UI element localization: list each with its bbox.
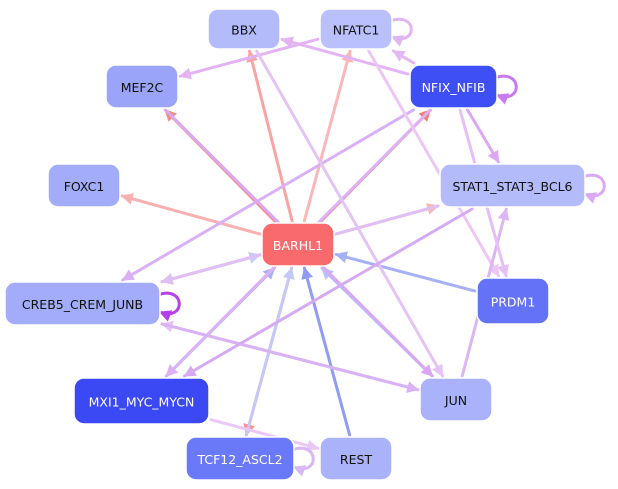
node-prdm1[interactable]: PRDM1 (476, 277, 550, 325)
edge-nfatc1-to-nfatc1 (388, 17, 413, 47)
edge-nfix-nfib-to-creb5-crem-junb (121, 108, 415, 282)
edge-mxi1-myc-mycn-to-rest (209, 418, 320, 452)
node-box (319, 436, 393, 481)
node-label: NFATC1 (333, 23, 380, 38)
edge-nfatc1-to-prdm1 (367, 49, 501, 278)
node-label: CREB5_CREM_JUNB (22, 297, 143, 312)
node-label: MXI1_MYC_MYCN (89, 395, 195, 410)
edge-creb5-crem-junb-to-jun (160, 322, 420, 393)
node-box (409, 64, 498, 109)
node-nfatc1[interactable]: NFATC1 (319, 8, 393, 50)
edge-nfatc1-to-mef2c (178, 37, 320, 80)
node-label: MEF2C (121, 80, 164, 95)
node-box (185, 436, 295, 481)
edge-bbx-to-jun (255, 49, 445, 378)
node-tcf12-ascl2[interactable]: TCF12_ASCL2 (185, 436, 295, 481)
node-mxi1-myc-mycn[interactable]: MXI1_MYC_MYCN (73, 377, 210, 425)
node-label: BBX (231, 23, 257, 38)
edge-stat1-stat3-bcl6-to-mxi1-myc-mycn (183, 207, 474, 378)
node-nfix-nfib[interactable]: NFIX_NFIB (409, 64, 498, 109)
edge-barhl1-to-foxc1 (120, 193, 262, 236)
node-box (73, 377, 210, 425)
node-label: JUN (444, 393, 467, 408)
node-rest[interactable]: REST (319, 436, 393, 481)
node-box (419, 377, 493, 422)
node-stat1-stat3-bcl6[interactable]: STAT1_STAT3_BCL6 (439, 163, 586, 208)
node-label: REST (340, 452, 373, 467)
node-bbx[interactable]: BBX (207, 8, 281, 50)
node-box (207, 8, 281, 50)
node-label: TCF12_ASCL2 (196, 452, 282, 467)
edge-stat1-stat3-bcl6-to-stat1-stat3-bcl6 (581, 173, 606, 204)
node-foxc1[interactable]: FOXC1 (47, 163, 121, 208)
node-box (4, 281, 161, 326)
node-mef2c[interactable]: MEF2C (105, 64, 179, 109)
node-jun[interactable]: JUN (419, 377, 493, 422)
edge-barhl1-to-bbx (246, 49, 294, 223)
edges-layer (120, 17, 606, 477)
edge-nfix-nfib-to-nfix-nfib (493, 74, 518, 105)
node-label: PRDM1 (491, 295, 536, 310)
node-box (105, 64, 179, 109)
node-box (47, 163, 121, 208)
edge-nfix-nfib-to-stat1-stat3-bcl6 (466, 108, 500, 164)
node-label: NFIX_NFIB (422, 80, 486, 95)
node-box (439, 163, 586, 208)
node-creb5-crem-junb[interactable]: CREB5_CREM_JUNB (4, 281, 161, 326)
node-label: STAT1_STAT3_BCL6 (452, 179, 572, 194)
edge-rest-to-barhl1 (301, 266, 352, 437)
edge-nfix-nfib-to-bbx (280, 36, 410, 76)
node-box (319, 8, 393, 50)
edge-nfix-nfib-to-nfatc1 (391, 49, 416, 65)
edge-prdm1-to-barhl1 (334, 251, 477, 293)
edge-tcf12-ascl2-to-tcf12-ascl2 (290, 446, 315, 477)
node-box (261, 222, 335, 267)
node-box (476, 277, 550, 325)
node-label: FOXC1 (64, 179, 105, 194)
edge-barhl1-to-nfatc1 (302, 49, 354, 223)
edge-creb5-crem-junb-to-creb5-crem-junb (156, 291, 181, 322)
node-barhl1[interactable]: BARHL1 (261, 222, 335, 267)
node-label: BARHL1 (273, 238, 323, 253)
